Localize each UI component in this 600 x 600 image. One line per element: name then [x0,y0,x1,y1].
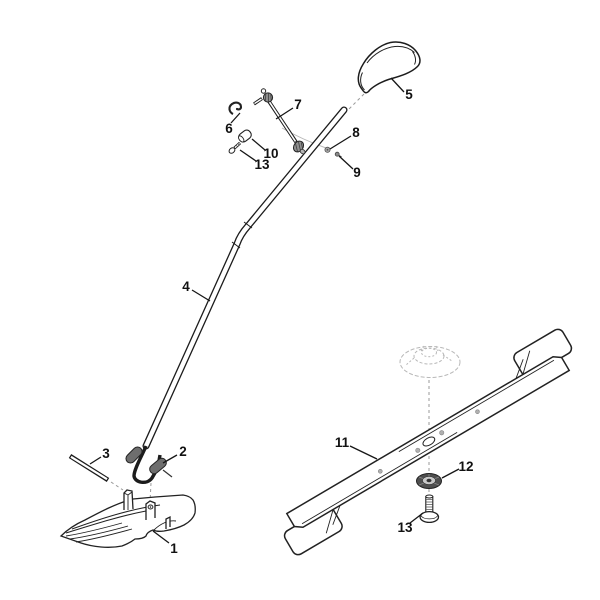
callout-label-13-bottom[interactable]: 13 [397,520,413,535]
blade-hole-2 [439,430,445,436]
leader-5 [390,77,405,93]
base-step-line [153,520,177,531]
grip-outline [357,41,421,94]
callout-labels: 1 2 3 4 5 6 7 8 9 10 11 12 13 13 [102,87,473,556]
blade-center-hole [422,436,436,447]
leader-9 [338,155,354,170]
grip-contour [366,45,415,64]
base-plate [59,489,196,548]
grip-sleeve-right [149,457,167,475]
cable-ghost-line [281,127,327,149]
clip-shape [228,101,243,115]
callout-label-7[interactable]: 7 [294,97,302,112]
washer-hole [426,478,432,483]
blade-hub-ghost [399,345,461,378]
rod-bottom-knurl [295,141,304,152]
callout-label-8[interactable]: 8 [352,125,360,140]
blade-washer [416,473,442,489]
blade-bolt [419,494,440,524]
bolt-head [419,510,440,524]
leader-11 [349,445,378,460]
leader-13-bottom [409,512,424,524]
callout-label-6[interactable]: 6 [225,121,233,136]
pin-projection-line [110,481,124,491]
callout-label-9[interactable]: 9 [353,165,361,180]
projection-lines [110,93,430,503]
leader-2 [162,454,178,464]
tube-body [143,107,347,449]
grip-right-end [412,51,417,65]
callout-label-13-top[interactable]: 13 [254,157,270,172]
tube-outline [142,106,348,450]
pin-body [70,455,108,481]
pin [68,454,110,482]
leader-8 [329,135,352,150]
tube-bend-seams [231,221,253,249]
leader-13-top [239,149,257,162]
blade-hole-1 [415,447,421,453]
leader-3 [89,456,102,465]
callout-label-5[interactable]: 5 [405,87,413,102]
leader-7 [275,107,294,120]
callout-label-3[interactable]: 3 [102,446,110,461]
callout-label-12[interactable]: 12 [458,459,473,474]
rod-top-knurl [265,93,272,102]
rod-shaft [267,100,297,142]
small-fasteners [324,146,342,158]
mower-blade [283,328,573,556]
rod-hook [254,98,262,105]
callout-label-11[interactable]: 11 [335,435,350,450]
grip-end-face [360,72,365,91]
callout-label-2[interactable]: 2 [179,444,187,459]
grip-projection-line [348,93,365,110]
washer-radial-lines [418,474,440,486]
leader-10 [251,138,266,151]
grip-sleeves [125,446,173,478]
grip-wire [162,469,173,478]
base-post [123,489,134,510]
small-washer-hole [326,148,329,151]
base-rib-4 [69,525,129,540]
grip-sleeve-left [125,446,143,464]
handlebar-tube [132,106,348,484]
screw-top [228,141,242,154]
leader-4 [191,289,211,302]
base-tab [165,515,171,529]
base-rib-5 [75,528,133,543]
callout-label-10[interactable]: 10 [263,146,278,161]
base-post-detail [123,491,133,510]
adjuster-rod [253,88,306,155]
small-screw [334,151,340,157]
clip-tip [235,107,239,111]
clip [228,101,243,115]
bolt-shank-top [425,494,434,499]
cap-opening [238,135,245,143]
blade-bevel-lines [301,359,555,525]
callout-label-1[interactable]: 1 [170,541,178,556]
bolt-threads [426,499,433,513]
leader-12 [441,468,460,479]
base-bracket [145,500,156,520]
leader-1 [152,530,170,544]
screw-top-head [228,147,236,154]
top-grip [357,41,421,94]
leader-6 [230,112,241,124]
base-rib-3 [65,522,123,537]
blade-fold-lines [325,350,531,534]
leader-lines [89,77,460,544]
bolt-head-shading [420,515,439,520]
callout-label-4[interactable]: 4 [182,279,190,294]
blade-hole-4 [475,409,480,414]
screw-top-threads [235,143,240,147]
cap [238,129,252,143]
blade-hole-3 [378,469,383,474]
rod-bottom-tip [299,148,306,155]
base-rib-2 [65,510,147,534]
base-bracket-hole-center [149,506,152,508]
rod-top-nub [260,88,267,94]
